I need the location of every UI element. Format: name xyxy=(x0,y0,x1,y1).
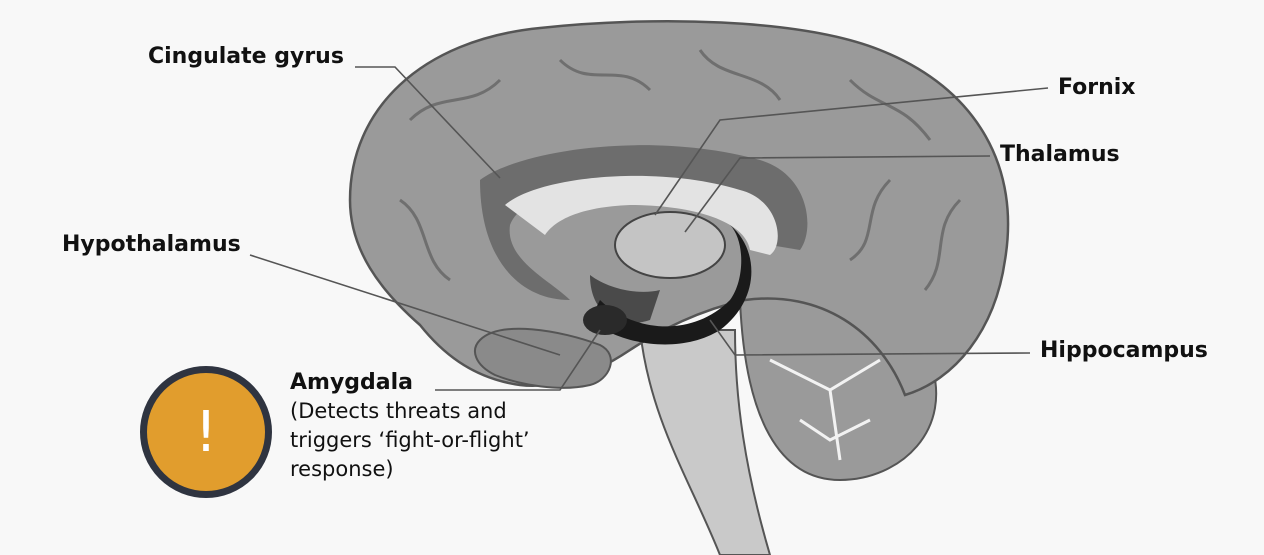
label-fornix: Fornix xyxy=(1058,75,1136,100)
thalamus-shape xyxy=(615,212,725,278)
exclamation-glyph: ! xyxy=(195,400,217,465)
label-hippocampus: Hippocampus xyxy=(1040,338,1208,363)
amygdala-callout: Amygdala (Detects threats and triggers ‘… xyxy=(290,370,590,484)
label-thalamus: Thalamus xyxy=(1000,142,1120,167)
amygdala-description: (Detects threats and triggers ‘fight-or-… xyxy=(290,397,590,484)
amygdala-shape xyxy=(583,305,627,335)
amygdala-desc-line: triggers ‘fight-or-flight’ xyxy=(290,426,590,455)
amygdala-desc-line: response) xyxy=(290,455,590,484)
label-cingulate-gyrus: Cingulate gyrus xyxy=(148,44,344,69)
label-amygdala: Amygdala xyxy=(290,370,590,395)
amygdala-desc-line: (Detects threats and xyxy=(290,397,590,426)
exclamation-icon: ! xyxy=(140,366,272,498)
label-hypothalamus: Hypothalamus xyxy=(62,232,241,257)
